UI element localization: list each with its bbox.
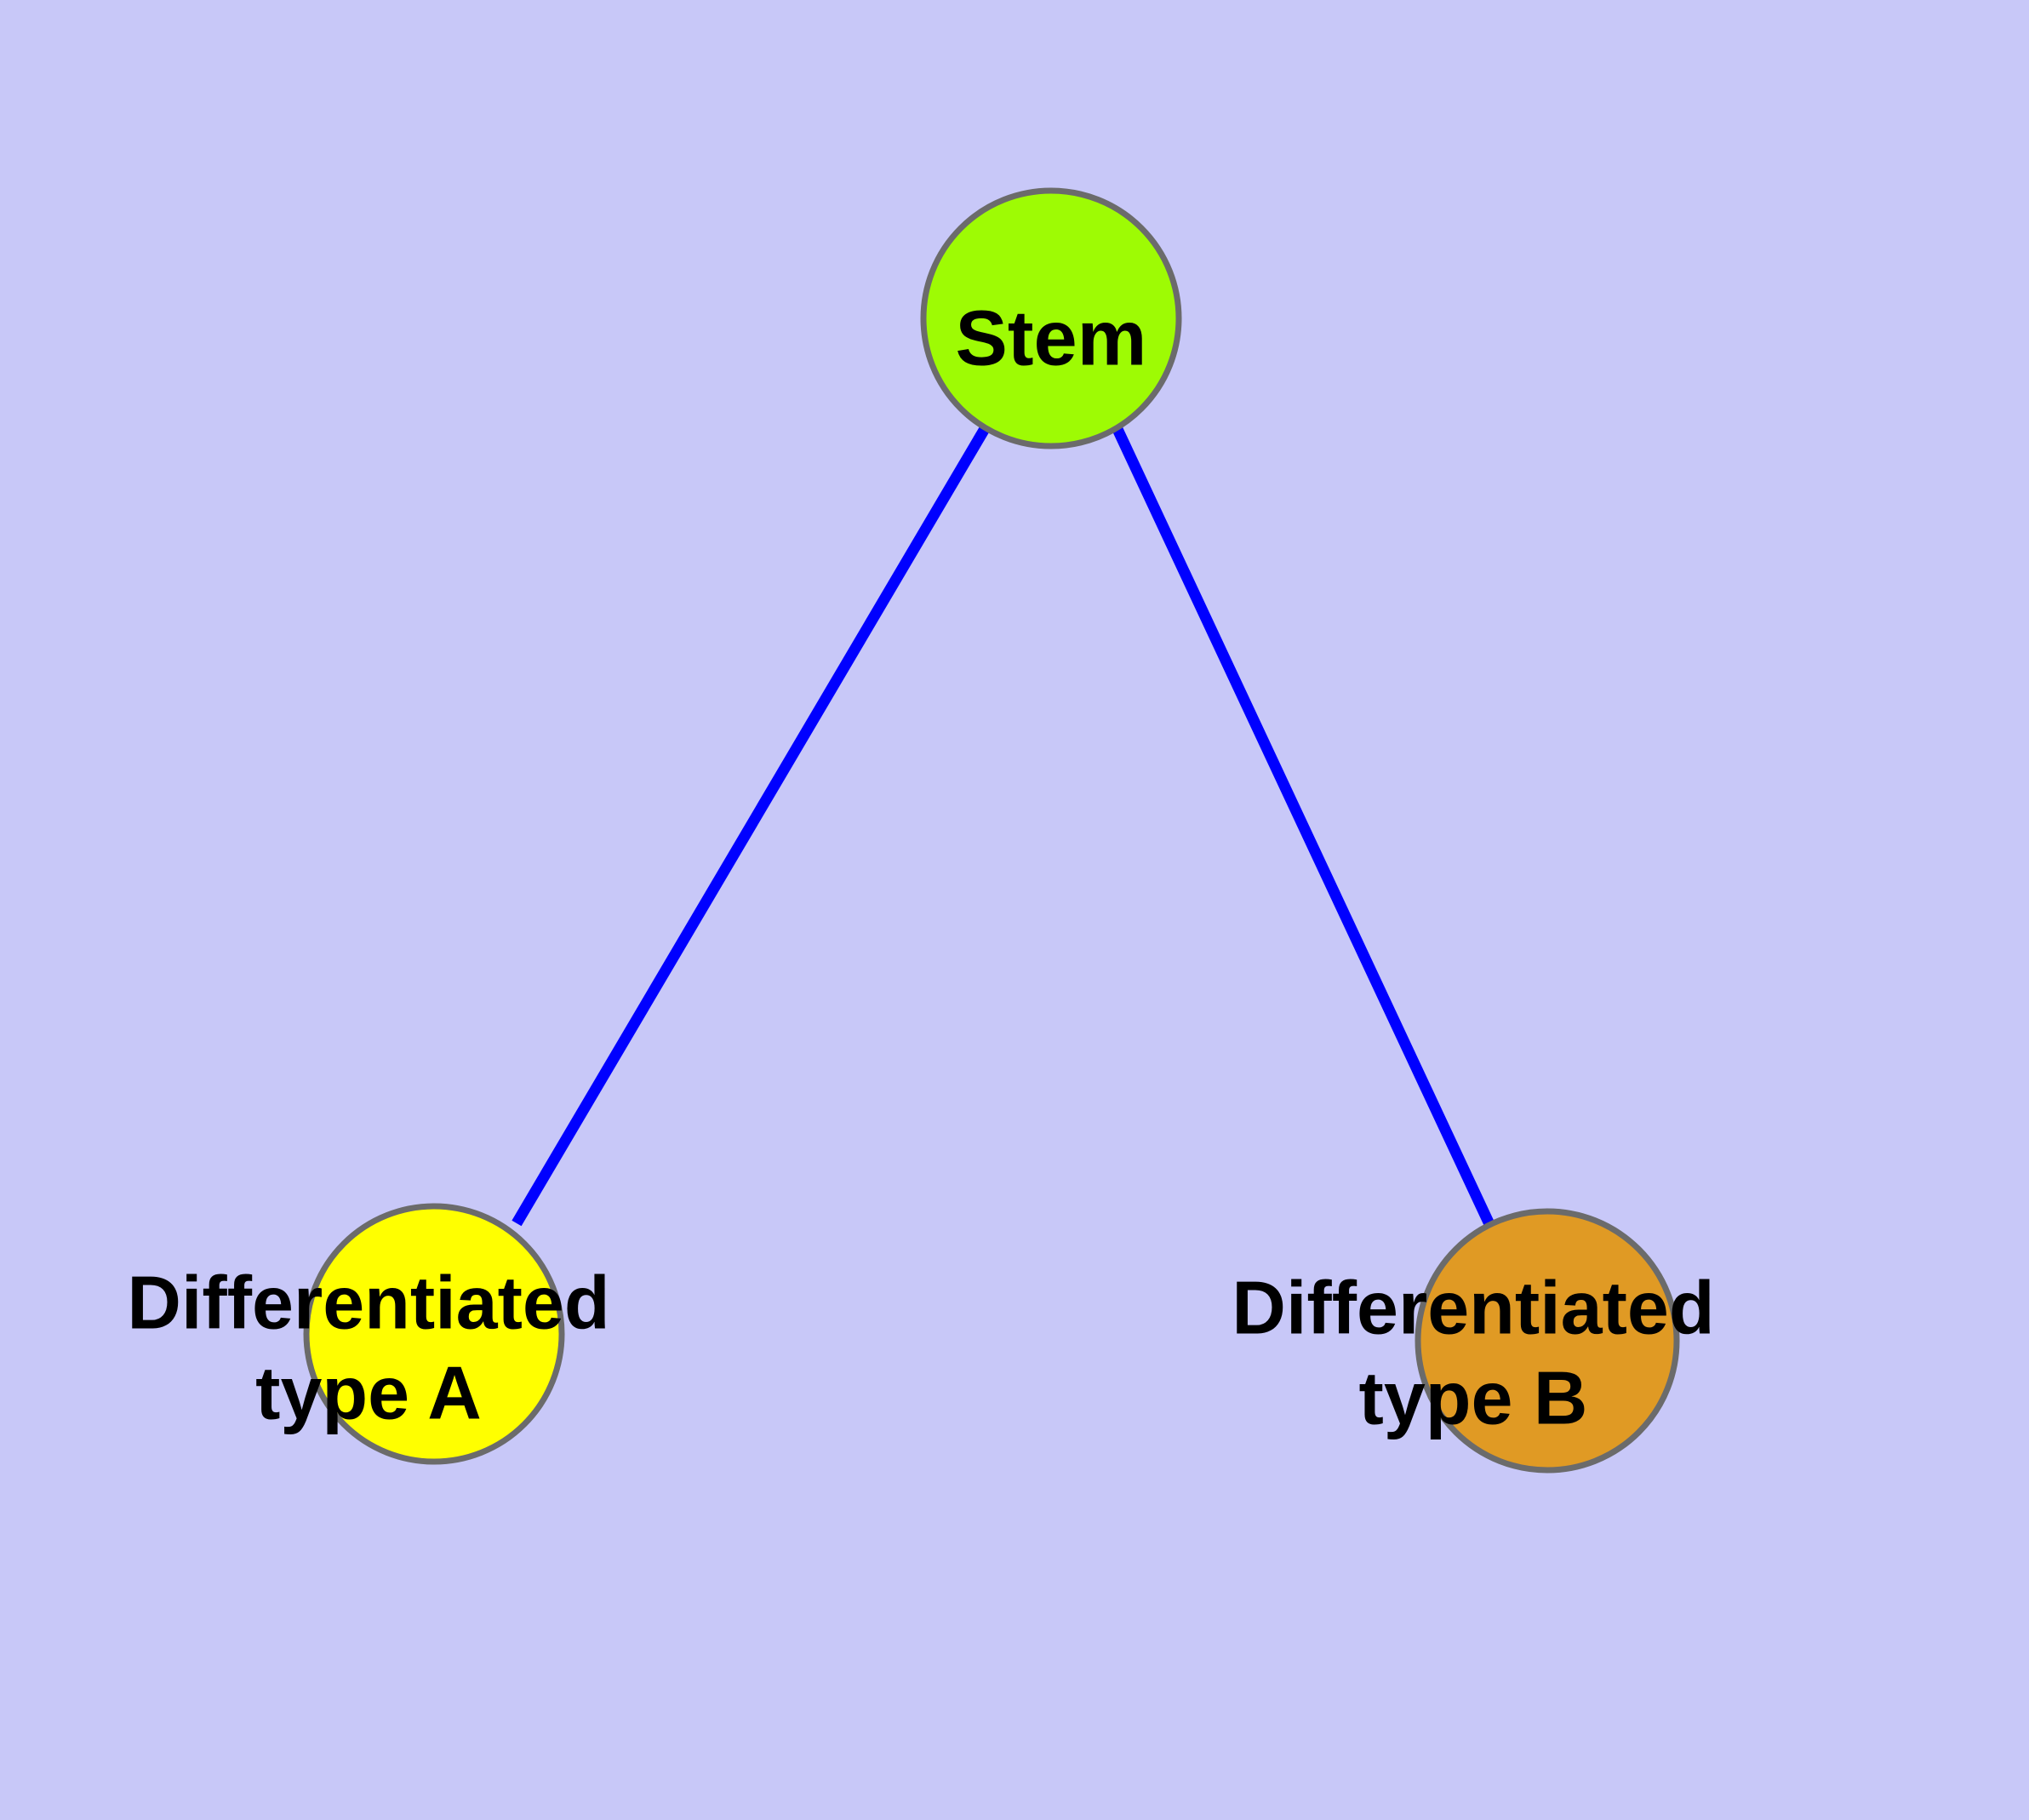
- node-label-differentiated-type-a: Differentiated type A: [127, 1260, 609, 1434]
- edge-stem-to-type-b[interactable]: [1112, 425, 1495, 1227]
- node-label-type-a-line1: Differentiated: [127, 1260, 609, 1344]
- node-circle-stem[interactable]: [920, 187, 1182, 449]
- node-circle-type-b[interactable]: [1415, 1208, 1680, 1474]
- node-label-type-b-line1: Differentiated: [1232, 1265, 1714, 1349]
- node-stem[interactable]: Stem: [920, 187, 1182, 449]
- node-differentiated-type-a[interactable]: [303, 1203, 565, 1465]
- edge-stem-to-type-a[interactable]: [512, 424, 991, 1227]
- node-label-type-a-line2: type A: [255, 1350, 482, 1434]
- node-label-type-b-line2: type B: [1359, 1355, 1588, 1439]
- node-differentiated-type-b[interactable]: [1415, 1208, 1680, 1474]
- edge-layer: [512, 424, 1495, 1227]
- node-label-differentiated-type-b: Differentiated type B: [1232, 1265, 1714, 1439]
- node-circle-type-a[interactable]: [303, 1203, 565, 1465]
- node-label-stem: Stem: [956, 295, 1147, 381]
